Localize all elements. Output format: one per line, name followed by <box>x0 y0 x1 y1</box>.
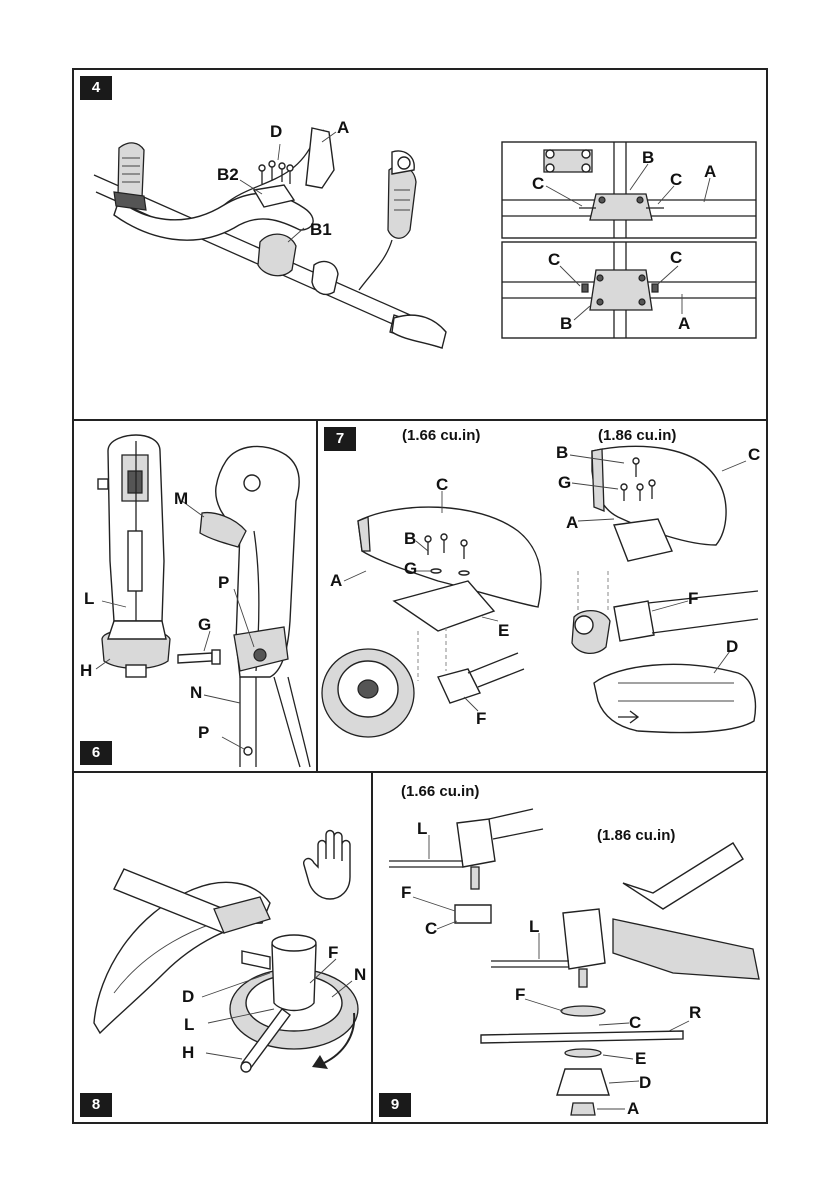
inset-label-b-top: B <box>642 148 654 168</box>
label-f: F <box>328 943 338 963</box>
inset-label-c-bottom-left: C <box>548 250 560 270</box>
inset-label-a-bottom: A <box>678 314 690 334</box>
label-c-bottom: C <box>629 1013 641 1033</box>
figure-6: M L H P G N P 6 <box>74 421 316 771</box>
blade-assembly-drawing <box>373 773 766 1122</box>
figure-4: 4 <box>74 70 766 419</box>
label-l-right: L <box>529 917 539 937</box>
label-a: A <box>337 118 349 138</box>
label-f-left: F <box>476 709 486 729</box>
line-head-lock-drawing <box>74 773 371 1122</box>
label-l-top: L <box>417 819 427 839</box>
label-c-top: C <box>425 919 437 939</box>
label-r: R <box>689 1003 701 1023</box>
inset-label-b-bottom: B <box>560 314 572 334</box>
hand-stop-icon <box>304 831 350 900</box>
label-f-right: F <box>688 589 698 609</box>
label-g-left: G <box>404 559 417 579</box>
inset-label-a-top: A <box>704 162 716 182</box>
inset-label-c-top-left: C <box>532 174 544 194</box>
inset-label-c-top-right: C <box>670 170 682 190</box>
label-b2: B2 <box>217 165 239 185</box>
label-g: G <box>198 615 211 635</box>
throttle-handle-drawing <box>74 421 316 771</box>
guard-assembly-drawing <box>318 421 766 771</box>
label-b1: B1 <box>310 220 332 240</box>
label-d: D <box>182 987 194 1007</box>
handle-assembly-drawing <box>74 70 766 419</box>
label-d: D <box>726 637 738 657</box>
label-h: H <box>182 1043 194 1063</box>
label-f-top: F <box>401 883 411 903</box>
figure-number-badge: 9 <box>379 1093 411 1117</box>
label-d: D <box>270 122 282 142</box>
label-e: E <box>635 1049 646 1069</box>
label-p-top: P <box>218 573 229 593</box>
figure-7: 7 (1.66 cu.in) (1.86 cu.in) <box>318 421 766 771</box>
label-m: M <box>174 489 188 509</box>
figure-9: (1.66 cu.in) (1.86 cu.in) L F C L F <box>373 773 766 1122</box>
label-g-right: G <box>558 473 571 493</box>
label-f-bottom: F <box>515 985 525 1005</box>
label-c-right: C <box>748 445 760 465</box>
label-a-right: A <box>566 513 578 533</box>
label-b-right: B <box>556 443 568 463</box>
label-a: A <box>627 1099 639 1119</box>
label-p-bottom: P <box>198 723 209 743</box>
label-a-left: A <box>330 571 342 591</box>
label-e: E <box>498 621 509 641</box>
inset-label-c-bottom-right: C <box>670 248 682 268</box>
figure-number-badge: 8 <box>80 1093 112 1117</box>
label-h: H <box>80 661 92 681</box>
figure-number-badge: 6 <box>80 741 112 765</box>
label-d: D <box>639 1073 651 1093</box>
label-l: L <box>184 1015 194 1035</box>
label-b-left: B <box>404 529 416 549</box>
label-c-left: C <box>436 475 448 495</box>
figure-8: F N D L H 8 <box>74 773 371 1122</box>
label-l: L <box>84 589 94 609</box>
label-n: N <box>190 683 202 703</box>
label-n: N <box>354 965 366 985</box>
